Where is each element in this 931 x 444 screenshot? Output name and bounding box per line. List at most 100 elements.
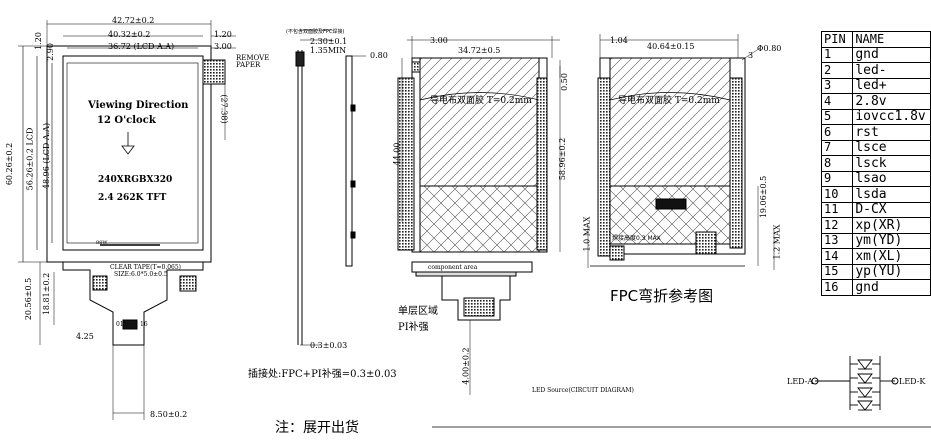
pin-number: 9 (820, 170, 854, 187)
pin-number: 5 (820, 108, 854, 125)
dim-left-outer: 60.26±0.2 (5, 142, 15, 186)
pin-name: xm(XL) (852, 248, 931, 265)
bend-b-dim-1-04: 1.04 (610, 36, 628, 45)
pin-name: gnd (852, 279, 931, 296)
pin-1-mark: 01 (116, 321, 124, 328)
pin-name: led+ (852, 77, 931, 94)
pin-16-mark: 16 (140, 321, 148, 328)
bend-b-dim-1-2-max: 1.2 MAX (772, 224, 782, 260)
bend-b-foam-label: 焊接高度0.3 MAX (612, 235, 661, 242)
bend-b-dim-40-64: 40.64±0.15 (647, 42, 695, 51)
dim-left-120: 1.20 (33, 32, 43, 50)
pin-number: 12 (820, 217, 854, 234)
dim-18-81: 18.81±0.2 (42, 272, 52, 316)
clear-tape-label: CLEAR TAPE(T=0.065) (110, 264, 182, 271)
side-view-outline (295, 29, 366, 346)
remove-paper-label: REMOVE PAPER (236, 54, 270, 69)
pin-number: 7 (820, 139, 854, 156)
front-view-outline (18, 20, 236, 420)
bend-a-dim-44: 44.00 (392, 142, 402, 166)
pin-name: D-CX (852, 201, 931, 218)
bend-view-b (587, 34, 775, 270)
viewing-clock: 12 O'clock (97, 115, 156, 126)
pin-number: 11 (820, 201, 854, 218)
pin-name: 2.8v (852, 93, 931, 110)
pin-table-header: PIN NAME (820, 31, 931, 48)
bend-a-tape-label: 导电布双面胶 T=0.2mm (430, 96, 532, 106)
viewing-direction: Viewing Direction (88, 100, 189, 111)
shipping-note: 注：展开出货 (275, 420, 359, 436)
dim-4-25: 4.25 (76, 332, 94, 341)
pin-header: PIN (820, 31, 854, 48)
dim-2-30: 2.30±0.1 (310, 37, 348, 46)
bend-a-dim-58-96: 58.96±0.2 (558, 137, 568, 181)
bend-a-dim-0-50: 0.50 (559, 73, 569, 91)
mark-98w: 98W (96, 240, 108, 246)
pin-name: xp(XR) (852, 217, 931, 234)
bend-b-dim-1-0-max: 1.0 MAX (582, 216, 592, 252)
bend-reference-title: FPC弯折参考图 (610, 287, 714, 305)
led-cathode-label: LED-K (899, 377, 926, 386)
bend-b-tape-label: 导电布双面胶 T=0.2mm (618, 96, 720, 106)
dim-27-38: (27.38) (219, 94, 229, 124)
dim-0-3: 0.3±0.03 (310, 341, 348, 350)
pin-name: led- (852, 62, 931, 79)
dim-0-80: 0.80 (370, 51, 388, 60)
bend-view-a (397, 36, 561, 395)
dim-20-56: 20.56±0.5 (24, 277, 34, 321)
pin-number: 1 (820, 46, 854, 63)
dim-left-inner: 48.96 (LCD A.A) (42, 122, 52, 190)
pin-name: iovcc1.8v (852, 108, 931, 125)
pi-stiffener-label: PI补强 (398, 322, 429, 333)
dim-top-inner: 36.72 (LCD A.A) (108, 42, 175, 51)
pin-name: gnd (852, 46, 931, 63)
dim-left-290: 2.90 (45, 43, 55, 61)
spec-label: 2.4 262K TFT (98, 193, 167, 203)
pin-name: lsao (852, 170, 931, 187)
model-label: 240XRGBX320 (98, 175, 173, 185)
bend-a-dim-34-72: 34.72±0.5 (458, 46, 501, 55)
pin-name: lsck (852, 155, 931, 172)
insert-note: 插接处:FPC+PI补强=0.3±0.03 (248, 369, 397, 380)
led-anode-label: LED-A (787, 377, 814, 386)
dim-top-outer: 42.72±0.2 (112, 16, 155, 25)
bend-a-dim-4-00: 4.00±0.2 (461, 347, 471, 385)
led-circuit (811, 356, 899, 411)
dim-right-300: 3.00 (214, 42, 232, 51)
pin-number: 4 (820, 93, 854, 110)
pin-name: rst (852, 124, 931, 141)
bend-a-dim-3-00: 3.00 (430, 36, 448, 45)
bend-b-dim-19-06: 19.06±0.5 (759, 175, 769, 219)
side-note-top: (不包含双面胶及FPC焊接) (286, 29, 345, 35)
pin-name: yp(YU) (852, 263, 931, 280)
pin-number: 6 (820, 124, 854, 141)
pin-number: 2 (820, 62, 854, 79)
dim-1-35: 1.35MIN (310, 46, 347, 55)
bend-b-dim-3: 3 (748, 51, 754, 60)
name-header: NAME (852, 31, 931, 48)
pin-number: 15 (820, 263, 854, 280)
pin-number: 3 (820, 77, 854, 94)
dim-8-50: 8.50±0.2 (150, 410, 188, 419)
pin-number: 8 (820, 155, 854, 172)
dim-right-120: 1.20 (214, 30, 232, 39)
dim-top-mid: 40.32±0.2 (108, 30, 151, 39)
pin-name: lsda (852, 186, 931, 203)
dim-left-mid: 56.26±0.2 LCD (25, 127, 35, 191)
bend-b-dim-phi: Φ0.80 (757, 44, 782, 53)
